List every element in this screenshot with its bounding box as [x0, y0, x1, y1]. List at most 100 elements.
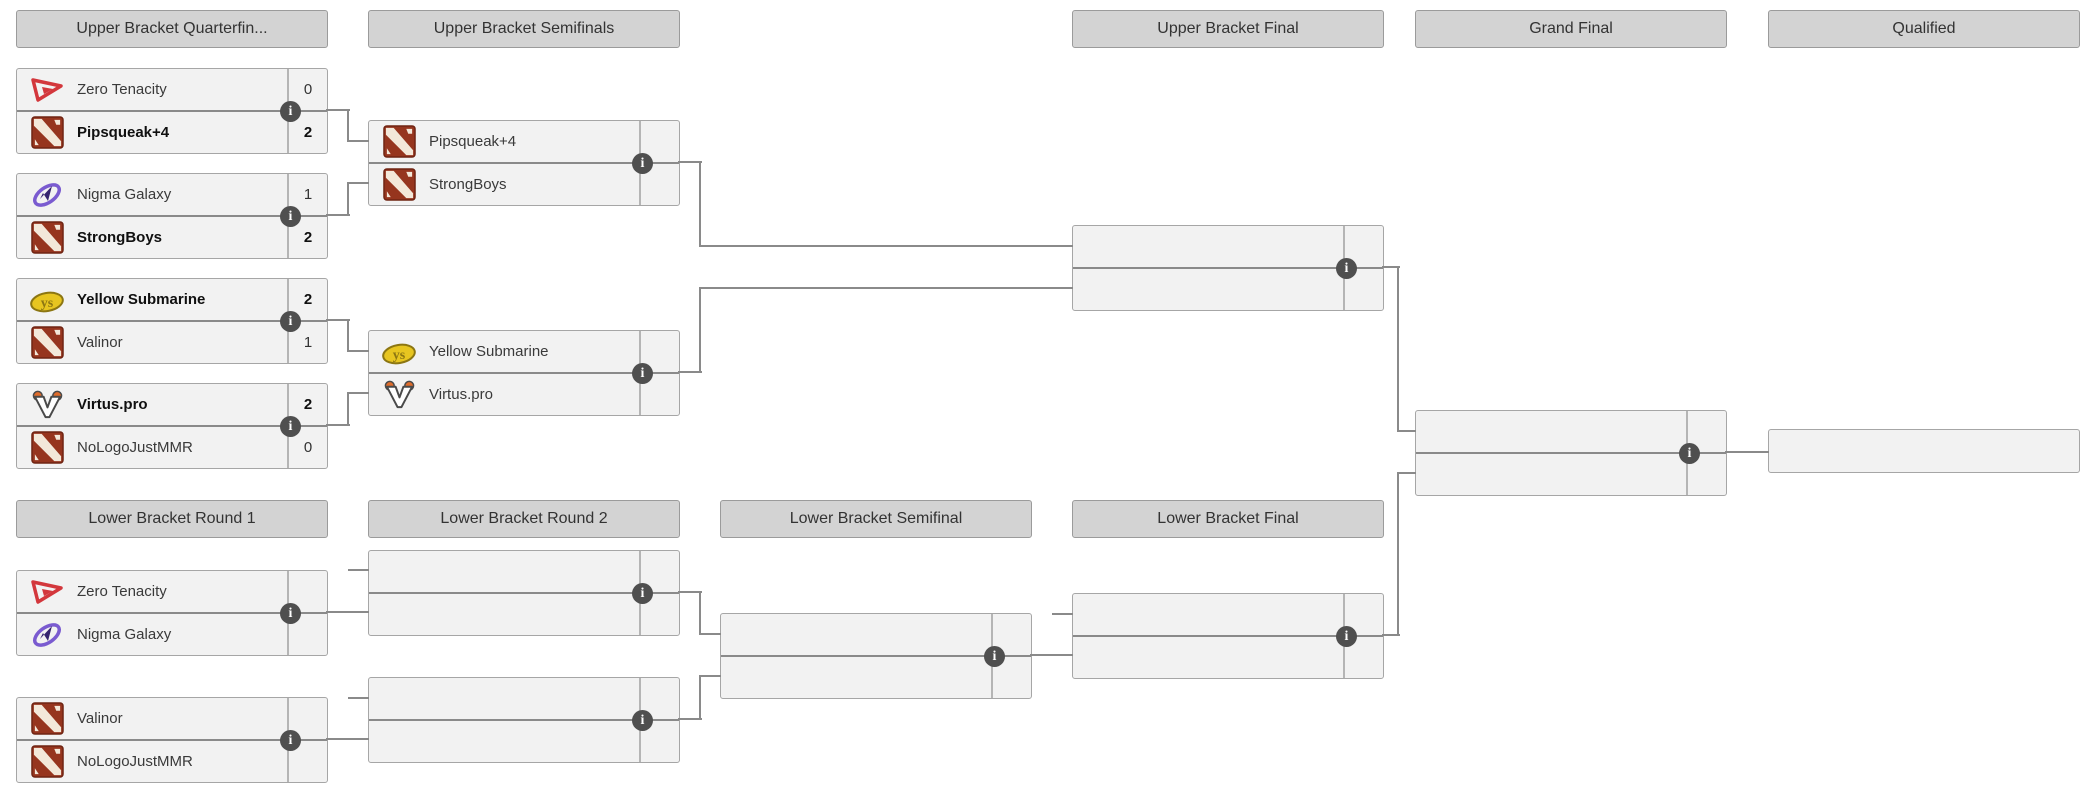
team-score: 1	[287, 174, 327, 215]
svg-text:ys: ys	[393, 348, 406, 363]
header-grand-final: Grand Final	[1415, 10, 1727, 48]
yellow-submarine-logo-icon: ys	[17, 283, 77, 317]
match-info-icon[interactable]: i	[632, 363, 653, 384]
team-name[interactable]: Virtus.pro	[429, 386, 493, 403]
team-row: Virtus.pro	[369, 374, 679, 415]
team-row	[1073, 637, 1383, 678]
team-name[interactable]: Pipsqueak+4	[77, 124, 170, 141]
team-name[interactable]: Yellow Submarine	[429, 343, 549, 360]
team-name[interactable]: NoLogoJustMMR	[77, 439, 193, 456]
team-row: ys Yellow Submarine	[369, 331, 679, 374]
team-name[interactable]: Pipsqueak+4	[429, 133, 517, 150]
connector-line	[348, 392, 369, 394]
connector-line	[678, 718, 702, 720]
connector-line	[699, 675, 701, 720]
team-score	[639, 164, 679, 205]
team-row: StrongBoys	[369, 164, 679, 205]
header-upper-bracket-semifinals: Upper Bracket Semifinals	[368, 10, 680, 48]
connector-line	[699, 287, 701, 373]
dota-default-logo-icon	[17, 116, 77, 149]
team-name[interactable]: StrongBoys	[429, 176, 507, 193]
connector-line	[326, 611, 369, 613]
team-score	[287, 614, 327, 655]
team-name[interactable]: Nigma Galaxy	[77, 186, 172, 203]
team-row	[369, 678, 679, 721]
header-lower-bracket-final: Lower Bracket Final	[1072, 500, 1384, 538]
match-info-icon[interactable]: i	[632, 710, 653, 731]
team-row: Pipsqueak+4	[369, 121, 679, 164]
connector-line	[1398, 430, 1416, 432]
team-name[interactable]: Zero Tenacity	[77, 583, 167, 600]
match-lbsf: i	[720, 613, 1032, 699]
team-row: Valinor	[17, 698, 327, 741]
match-info-icon[interactable]: i	[280, 311, 301, 332]
header-lower-bracket-semifinal: Lower Bracket Semifinal	[720, 500, 1032, 538]
team-score	[287, 698, 327, 739]
virtus-pro-logo-icon	[369, 378, 429, 411]
team-score	[639, 678, 679, 719]
team-score	[639, 721, 679, 762]
match-info-icon[interactable]: i	[280, 730, 301, 751]
team-row	[369, 721, 679, 762]
team-name[interactable]: StrongBoys	[77, 229, 163, 246]
connector-line	[1398, 472, 1416, 474]
team-score	[1343, 226, 1383, 267]
team-name[interactable]: Nigma Galaxy	[77, 626, 172, 643]
match-info-icon[interactable]: i	[1336, 626, 1357, 647]
svg-text:ys: ys	[41, 296, 54, 311]
team-score	[287, 741, 327, 782]
match-info-icon[interactable]: i	[280, 101, 301, 122]
team-score	[1343, 637, 1383, 678]
team-score: 2	[287, 112, 327, 153]
header-upper-bracket-quarterfinals: Upper Bracket Quarterfin...	[16, 10, 328, 48]
connector-line	[1397, 266, 1399, 432]
match-info-icon[interactable]: i	[1336, 258, 1357, 279]
team-name[interactable]: Valinor	[77, 334, 123, 351]
team-row	[721, 614, 1031, 657]
team-name[interactable]: Valinor	[77, 710, 123, 727]
connector-line	[678, 371, 702, 373]
match-info-icon[interactable]: i	[280, 206, 301, 227]
header-lower-bracket-round1: Lower Bracket Round 1	[16, 500, 328, 538]
match-info-icon[interactable]: i	[1679, 443, 1700, 464]
team-row	[721, 657, 1031, 698]
team-name[interactable]: Virtus.pro	[77, 396, 148, 413]
team-score	[639, 551, 679, 592]
team-row	[1073, 269, 1383, 310]
connector-line	[348, 182, 369, 184]
header-upper-bracket-final: Upper Bracket Final	[1072, 10, 1384, 48]
connector-line	[1052, 613, 1073, 615]
connector-line	[348, 140, 369, 142]
team-name[interactable]: Zero Tenacity	[77, 81, 167, 98]
team-score	[1686, 454, 1726, 495]
team-score: 2	[287, 217, 327, 258]
team-score	[991, 657, 1031, 698]
match-info-icon[interactable]: i	[280, 603, 301, 624]
connector-line	[326, 109, 350, 111]
yellow-submarine-logo-icon: ys	[369, 335, 429, 369]
dota-default-logo-icon	[369, 125, 429, 158]
match-info-icon[interactable]: i	[280, 416, 301, 437]
team-name[interactable]: NoLogoJustMMR	[77, 753, 193, 770]
dota-default-logo-icon	[17, 326, 77, 359]
connector-line	[700, 245, 1073, 247]
match-info-icon[interactable]: i	[632, 153, 653, 174]
qualified-slot	[1768, 429, 2080, 473]
connector-line	[326, 319, 350, 321]
team-row: Pipsqueak+4 2	[17, 112, 327, 153]
connector-line	[699, 161, 701, 247]
team-score	[639, 121, 679, 162]
match-info-icon[interactable]: i	[984, 646, 1005, 667]
team-score	[991, 614, 1031, 655]
team-name[interactable]: Yellow Submarine	[77, 291, 206, 308]
header-qualified: Qualified	[1768, 10, 2080, 48]
match-info-icon[interactable]: i	[632, 583, 653, 604]
